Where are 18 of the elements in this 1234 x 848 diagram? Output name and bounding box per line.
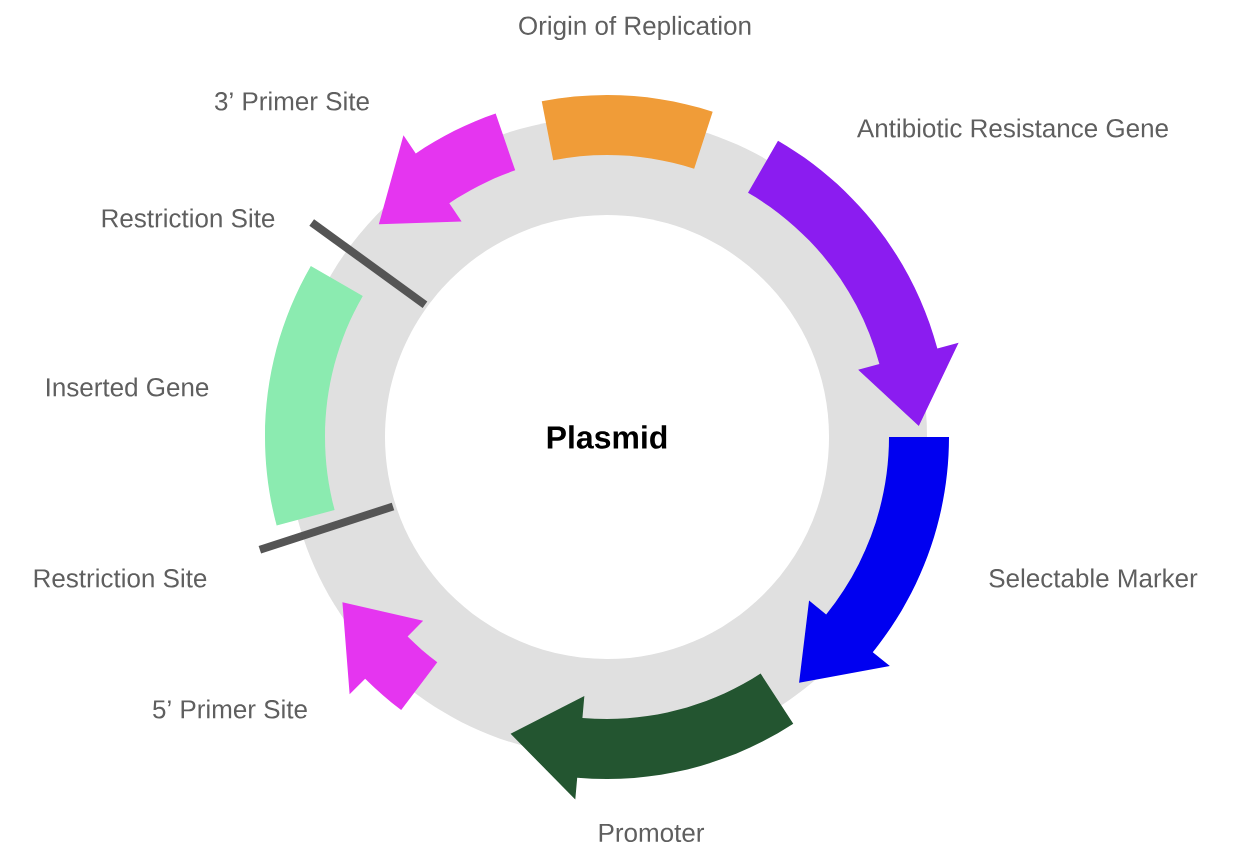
feature-label: Selectable Marker [989,568,1198,588]
feature-label: Origin of Replication [519,15,751,41]
feature-label: Promoter [599,823,705,843]
feature-label: Restriction Site [34,568,207,588]
feature-label: Restriction Site [102,208,275,228]
feature-label: Inserted Gene [47,377,209,397]
gene-segment [541,95,713,169]
feature-label: 5’ Primer Site [153,699,307,719]
gene-feature [748,140,959,427]
feature-label: 3’ Primer Site [215,91,369,111]
gene-segment [265,266,363,526]
feature-label: Antibiotic Resistance Gene [856,118,1168,138]
restriction-site-line [258,502,395,554]
gene-feature [799,437,949,683]
gene-feature [342,602,438,711]
gene-feature [510,673,794,800]
gene-feature [378,113,516,225]
restriction-site-line [309,219,428,308]
